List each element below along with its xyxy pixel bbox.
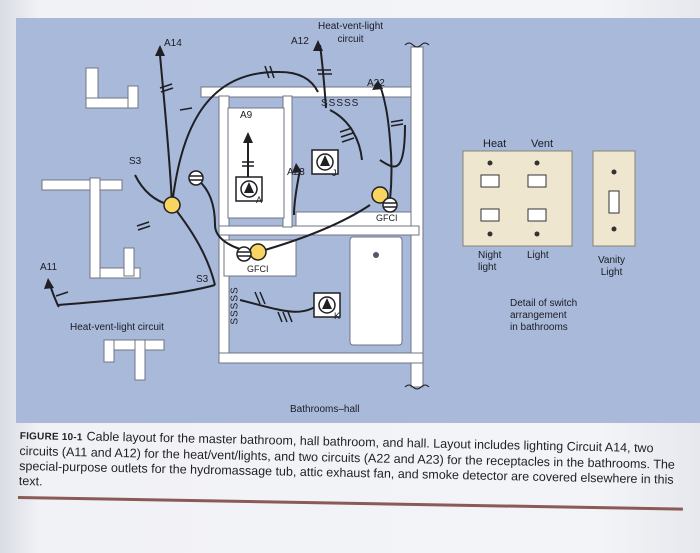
label-s3-lower: S3 <box>196 274 209 285</box>
wall-fragment-4 <box>41 179 123 191</box>
label-mark-k: K <box>334 311 341 321</box>
label-night-light: Night light <box>478 250 502 273</box>
special-outlets <box>235 149 341 318</box>
arrow-a12 <box>313 40 323 51</box>
wall-breaks <box>404 42 430 390</box>
wire-a23 <box>293 169 301 216</box>
wire-a11 <box>49 284 216 308</box>
switch-night-light <box>480 208 500 222</box>
label-sssss-vertical: SSSSS <box>229 286 241 325</box>
label-s3-upper: S3 <box>129 156 142 167</box>
wall-bottom <box>218 352 424 364</box>
wall-fragment-3 <box>127 85 139 109</box>
wire-to-lower-s3 <box>171 204 216 286</box>
label-a9: A9 <box>240 110 253 121</box>
wall-fragment-2 <box>85 97 129 109</box>
wire-a22 <box>379 84 393 201</box>
receptacles <box>188 170 398 262</box>
label-vent: Vent <box>531 138 554 150</box>
wall-fragment-6 <box>99 267 141 279</box>
bathtub <box>349 236 403 346</box>
wire-a14 <box>159 54 173 206</box>
tub-drain <box>373 252 379 258</box>
wall-fragment-5 <box>89 177 101 279</box>
label-sssss-top: SSSSS <box>321 98 360 109</box>
label-gfci-left: GFCI <box>247 264 269 274</box>
hall-light <box>163 196 181 214</box>
wire-gfci-link <box>257 204 371 253</box>
arrow-a11 <box>44 278 54 289</box>
switch-vanity <box>608 190 620 214</box>
label-heat: Heat <box>483 138 507 150</box>
label-switch-detail-description: Detail of switch arrangement in bathroom… <box>510 298 578 333</box>
wire-hall-to-top <box>171 70 319 206</box>
wall-top <box>200 86 422 98</box>
wall-fragment-10 <box>103 339 115 363</box>
wire-lower-fan <box>239 299 319 313</box>
home-run-arrows <box>44 40 383 289</box>
label-light: Light <box>527 250 549 261</box>
switch-detail-graphic <box>462 150 636 247</box>
receptacle-gfci-left <box>236 246 252 262</box>
switch-heat <box>480 174 500 188</box>
label-bathrooms-hall: Bathrooms–hall <box>290 404 360 415</box>
wire-right-loop <box>379 124 406 168</box>
wire-switches-fan <box>329 109 363 161</box>
label-a11: A11 <box>40 262 58 273</box>
wire-hall-to-gfci <box>197 179 256 253</box>
label-a14: A14 <box>164 38 182 49</box>
switch-light <box>527 208 547 222</box>
arrow-a9 <box>243 132 253 143</box>
wall-fragment-7 <box>123 247 135 277</box>
double-switch-plate <box>462 150 573 247</box>
arrow-a14 <box>155 45 165 56</box>
cable-runs <box>49 44 406 313</box>
label-mark-a: A <box>256 195 263 205</box>
label-vanity-light: Vanity Light <box>598 255 626 278</box>
receptacle-gfci-right <box>382 197 398 213</box>
label-heat-vent-light-circuit-top: Heat-vent-light circuit <box>318 21 384 45</box>
wall-right <box>410 46 424 388</box>
switch-vent <box>527 174 547 188</box>
arrow-a22 <box>372 80 383 90</box>
arrow-a23 <box>292 163 302 173</box>
label-a23: A23 <box>287 167 305 178</box>
walls <box>41 46 424 388</box>
label-gfci-right: GFCI <box>376 213 398 223</box>
bath-light-right <box>371 186 389 204</box>
receptacle-hall <box>188 170 204 186</box>
label-a22: A22 <box>367 78 385 89</box>
label-mark-j: J <box>332 168 337 178</box>
label-heat-vent-light-circuit-left: Heat-vent-light circuit <box>70 322 164 333</box>
figure-label: FIGURE 10-1 <box>19 430 83 444</box>
conductor-ticks <box>55 65 404 323</box>
wall-fragment-9 <box>134 339 146 381</box>
counter-upper <box>295 211 412 227</box>
bath-light-left <box>249 243 267 261</box>
light-fixtures <box>163 186 389 261</box>
label-a12: A12 <box>291 36 309 47</box>
